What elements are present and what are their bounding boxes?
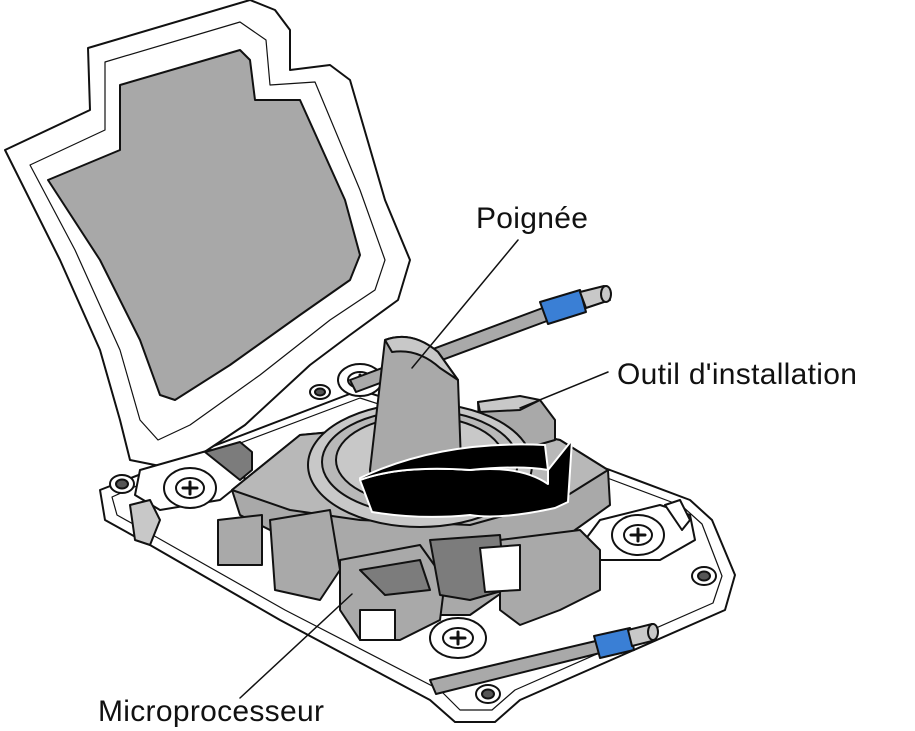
callout-microprocessor: Microprocesseur — [98, 695, 325, 728]
callout-handle: Poignée — [476, 202, 589, 235]
leader-handle — [411, 239, 519, 369]
load-plate-open — [4, 0, 411, 469]
mounting-holes — [109, 384, 717, 704]
rotation-arrow-icon — [359, 439, 573, 518]
callout-leaders — [239, 239, 609, 699]
load-plate-window — [47, 49, 361, 401]
lower-release-lever — [429, 623, 659, 695]
callout-installation-tool: Outil d'installation — [617, 358, 858, 391]
leader-installation-tool — [519, 371, 609, 409]
leader-microprocessor — [239, 593, 353, 699]
